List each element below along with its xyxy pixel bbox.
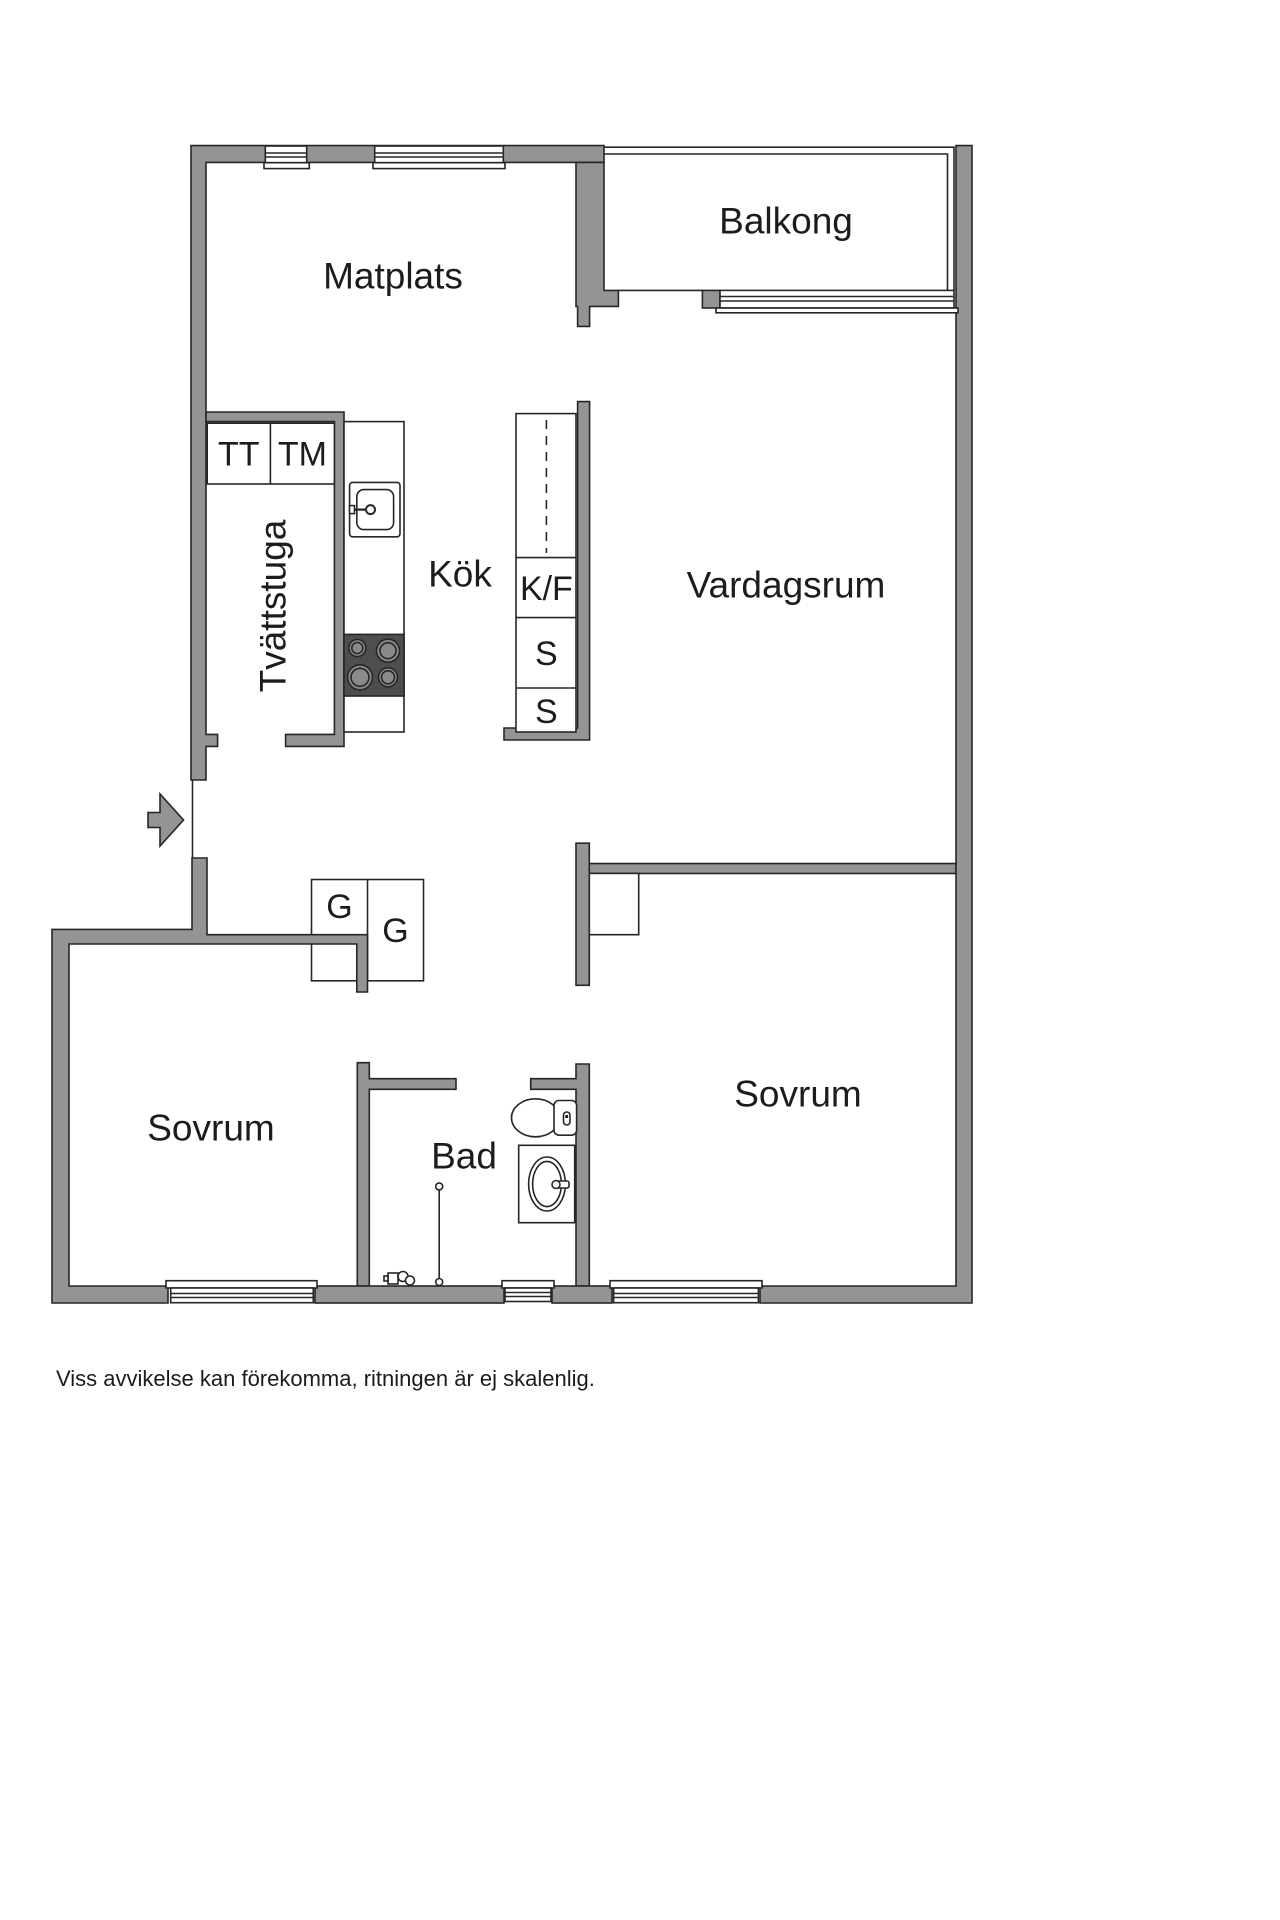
label-tt: TT [218, 436, 260, 474]
bathroom-fixtures [383, 1098, 578, 1287]
wall-right [759, 144, 973, 1304]
label-vardagsrum: Vardagsrum [687, 565, 886, 606]
disclaimer-text: Viss avvikelse kan förekomma, ritningen … [56, 1366, 595, 1391]
label-tm: TM [278, 436, 327, 474]
shower-mixer-icon [383, 1270, 416, 1286]
laundry-machines [206, 422, 336, 485]
label-s2: S [535, 693, 558, 731]
window-bathroom [501, 1279, 555, 1303]
wall-bottom-mid-2 [551, 1285, 613, 1304]
wall-bottom-mid-1 [314, 1285, 505, 1304]
stove-icon [343, 633, 405, 697]
wall-hall-left [51, 857, 369, 1304]
washbasin-icon [517, 1144, 576, 1224]
label-balkong: Balkong [719, 201, 853, 242]
labels: Matplats Balkong Tvättstuga TT TM Kök K/… [147, 201, 885, 1177]
balcony-rail-outer [604, 146, 955, 291]
label-sovrum-right: Sovrum [734, 1074, 861, 1115]
window-balcony [715, 289, 959, 314]
wall-bath-right [529, 1063, 591, 1287]
windows [165, 145, 959, 1304]
label-bad: Bad [431, 1136, 497, 1177]
shower-rail-icon [434, 1182, 444, 1287]
balcony-rail-inner [604, 153, 949, 291]
label-s1: S [535, 635, 558, 673]
wall-balcony-left [575, 161, 620, 328]
kitchen-sink-icon [348, 481, 401, 538]
window-bedroom-left [165, 1279, 318, 1304]
kitchen-counter [343, 420, 405, 733]
window-top-2 [372, 145, 506, 170]
window-top-1 [263, 145, 311, 170]
wall-balcony-pier [701, 289, 721, 309]
wall-livingroom-bottom [587, 862, 957, 875]
label-matplats: Matplats [323, 256, 463, 297]
cabinet-column [515, 412, 577, 733]
label-tvattstuga: Tvättstuga [253, 519, 294, 692]
entry-arrow-icon [147, 791, 185, 849]
label-sovrum-left: Sovrum [147, 1108, 274, 1149]
label-kf: K/F [520, 570, 573, 608]
toilet-icon [510, 1098, 578, 1138]
wall-cabinet-side [503, 400, 591, 741]
livingroom-niche [588, 872, 640, 936]
label-kok: Kök [428, 554, 492, 595]
cabinet-box [515, 412, 577, 733]
window-bedroom-right [609, 1279, 763, 1304]
balcony-railing [604, 146, 955, 292]
wall-hall-bedroom-right [575, 842, 591, 987]
label-g2: G [382, 912, 408, 950]
label-g1: G [326, 888, 352, 926]
wall-top-left [190, 144, 605, 781]
